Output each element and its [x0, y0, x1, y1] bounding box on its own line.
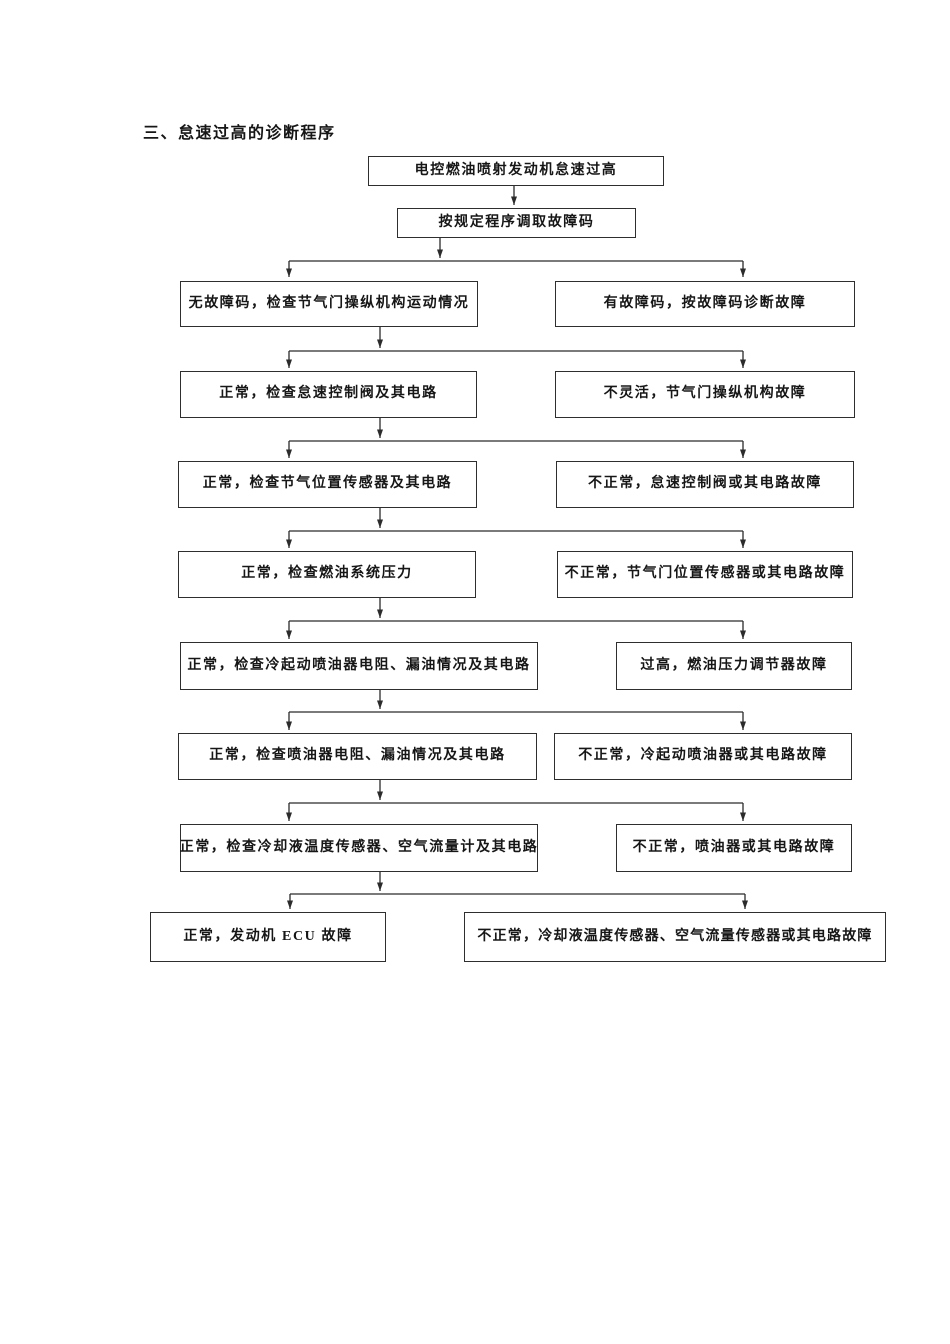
node-abnormal-injector-fault: 不正常，喷油器或其电路故障	[616, 824, 852, 872]
node-has-dtc-diagnose-by-code: 有故障码，按故障码诊断故障	[555, 281, 855, 327]
page-title: 三、怠速过高的诊断程序	[143, 125, 336, 142]
node-idle-too-high: 电控燃油喷射发动机怠速过高	[368, 156, 664, 186]
node-normal-check-coolant-temp-airflow: 正常，检查冷却液温度传感器、空气流量计及其电路	[180, 824, 538, 872]
node-retrieve-dtc: 按规定程序调取故障码	[397, 208, 636, 238]
node-abnormal-coolant-airflow-sensor-fault: 不正常，冷却液温度传感器、空气流量传感器或其电路故障	[464, 912, 886, 962]
node-normal-check-injectors: 正常，检查喷油器电阻、漏油情况及其电路	[178, 733, 537, 780]
node-abnormal-tps-fault: 不正常，节气门位置传感器或其电路故障	[557, 551, 853, 598]
node-normal-engine-ecu-fault: 正常，发动机 ECU 故障	[150, 912, 386, 962]
node-abnormal-cold-start-injector-fault: 不正常，冷起动喷油器或其电路故障	[554, 733, 852, 780]
node-normal-check-fuel-system-pressure: 正常，检查燃油系统压力	[178, 551, 476, 598]
node-abnormal-idle-control-valve-fault: 不正常，怠速控制阀或其电路故障	[556, 461, 854, 508]
node-too-high-pressure-regulator-fault: 过高，燃油压力调节器故障	[616, 642, 852, 690]
node-normal-check-throttle-position-sensor: 正常，检查节气位置传感器及其电路	[178, 461, 477, 508]
node-no-dtc-check-throttle-linkage: 无故障码，检查节气门操纵机构运动情况	[180, 281, 478, 327]
node-normal-check-cold-start-injector: 正常，检查冷起动喷油器电阻、漏油情况及其电路	[180, 642, 538, 690]
node-sluggish-throttle-linkage-fault: 不灵活，节气门操纵机构故障	[555, 371, 855, 418]
node-normal-check-idle-control-valve: 正常，检查怠速控制阀及其电路	[180, 371, 477, 418]
